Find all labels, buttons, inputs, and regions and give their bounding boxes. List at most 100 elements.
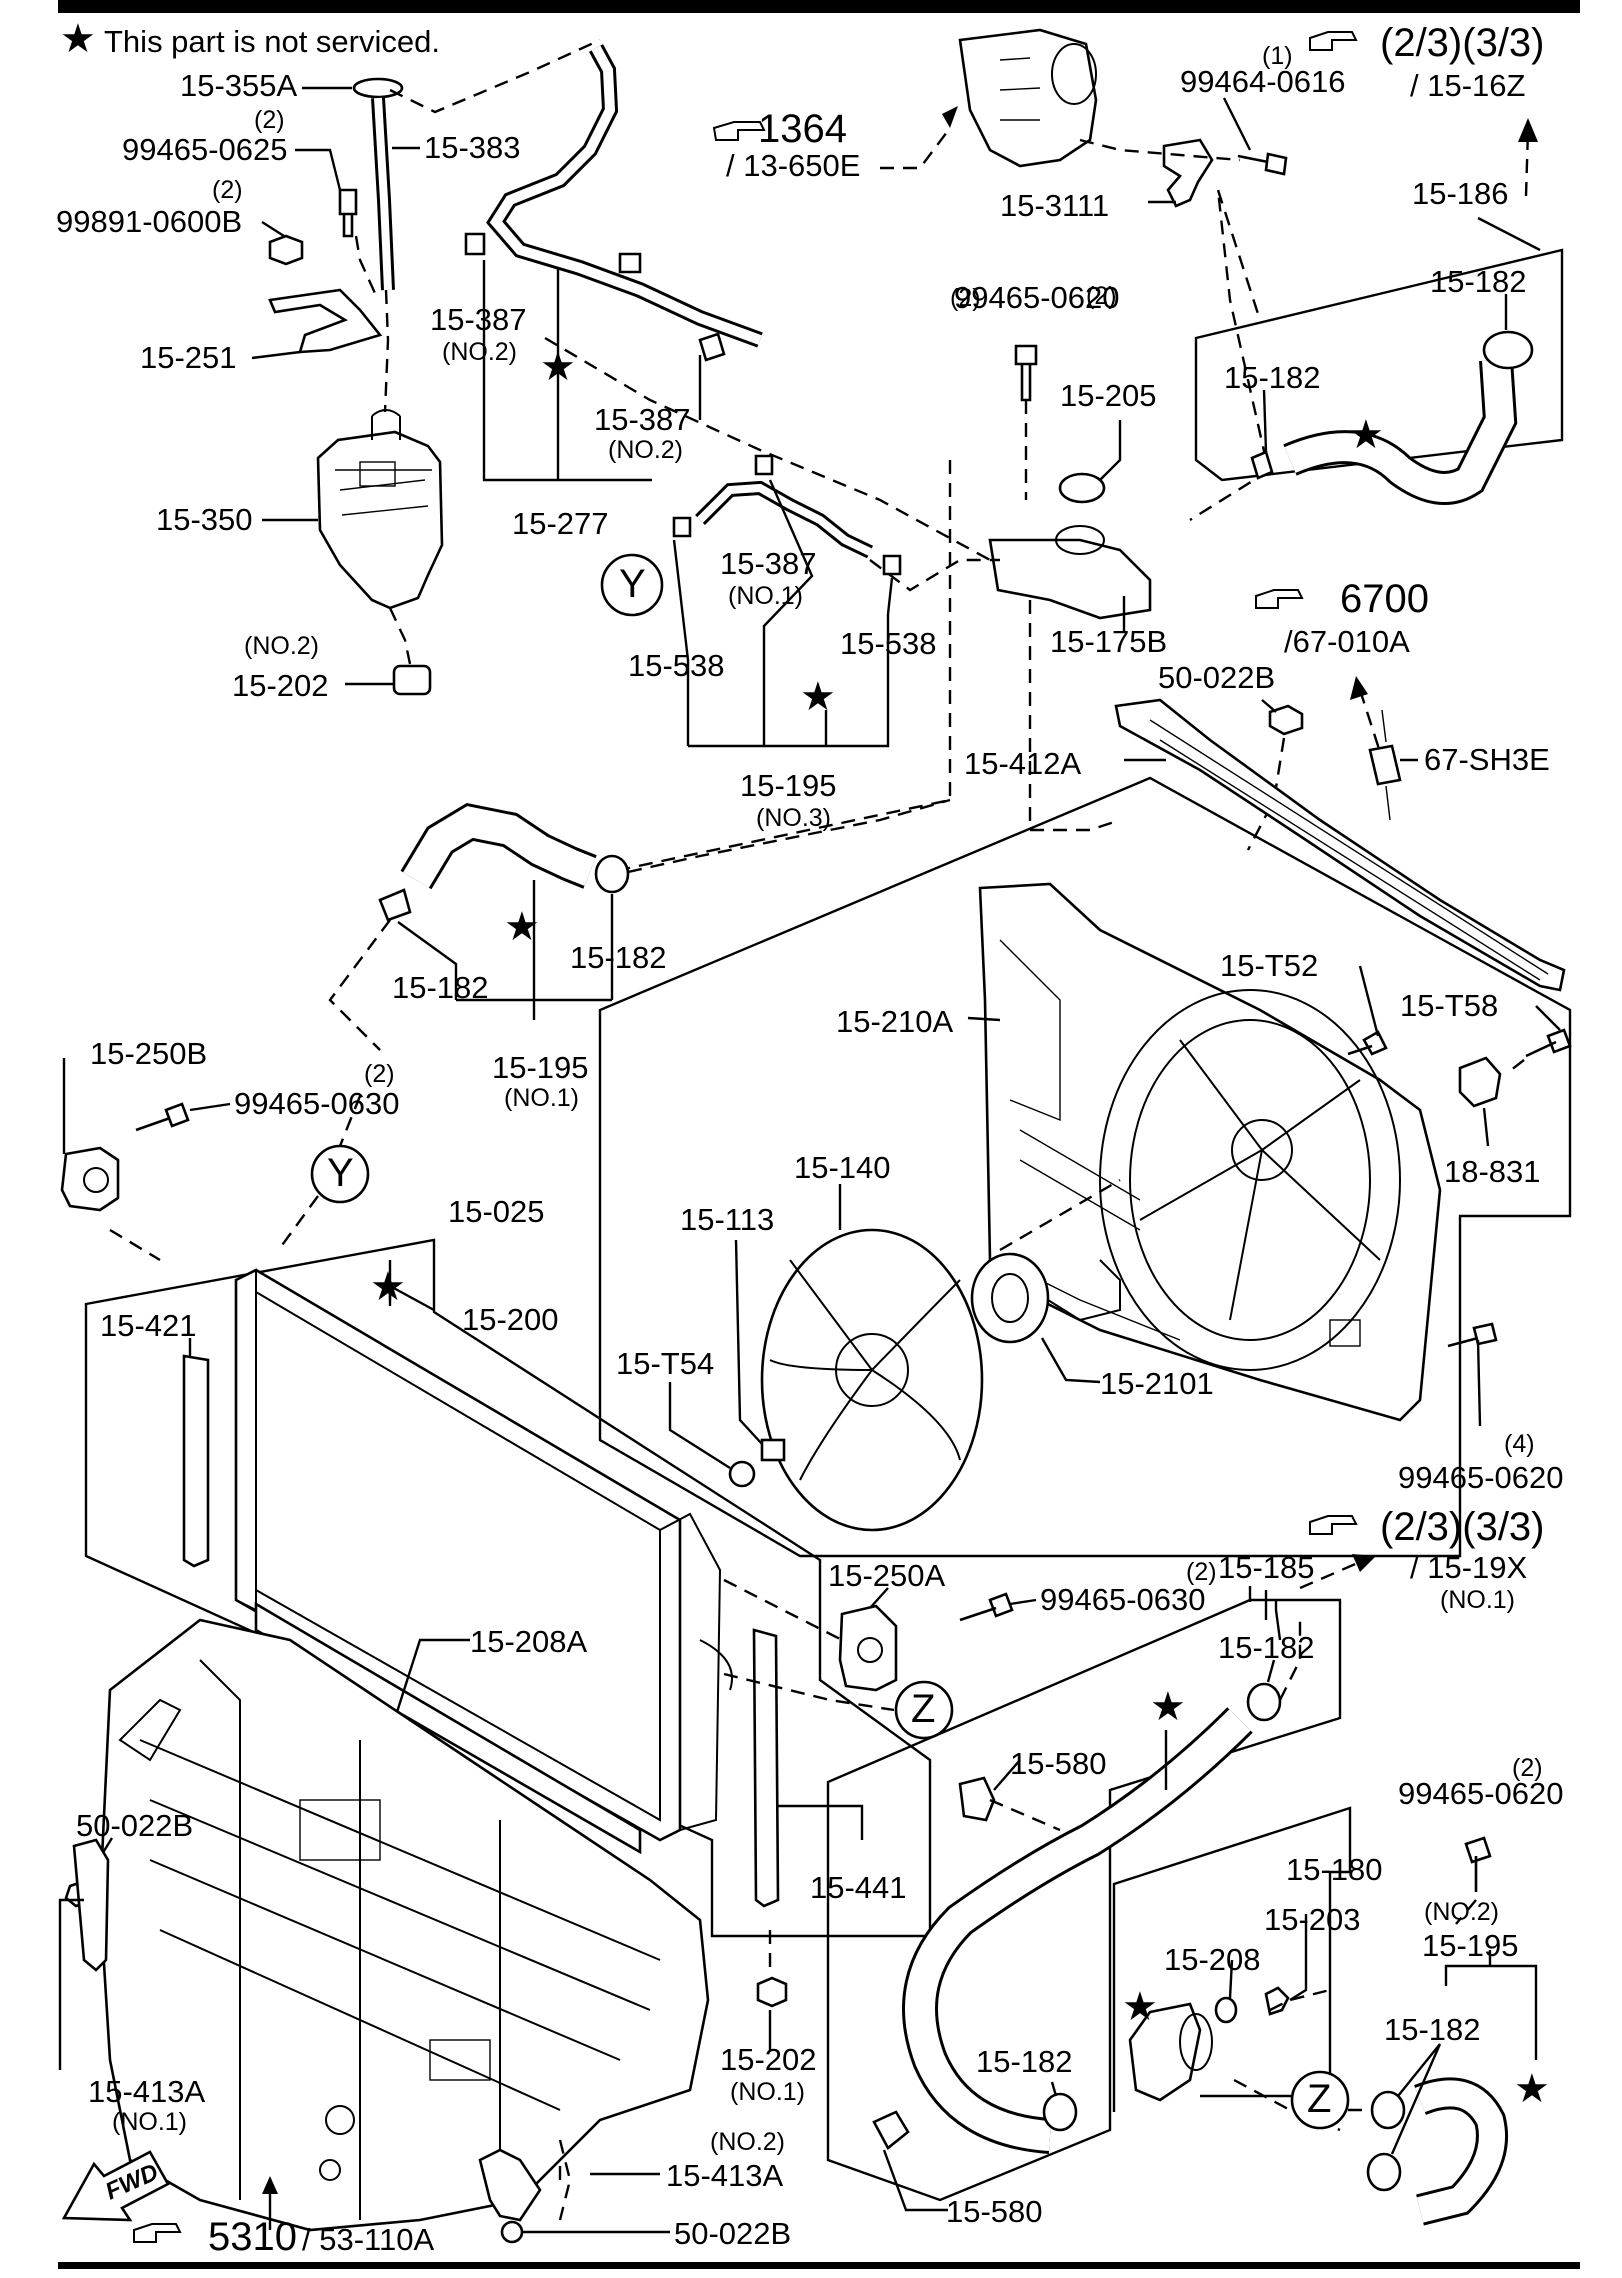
shroud-15-210A [978, 882, 1442, 1422]
label-15-025: 15-025 [448, 1194, 545, 1229]
label-15-538-a: 15-538 [628, 648, 725, 683]
label-50-022B-c: 50-022B [674, 2216, 791, 2251]
bracket-15-412A [1114, 698, 1566, 992]
fan-blade-15-140 [760, 1228, 984, 1532]
hose-15-186 [1284, 359, 1515, 502]
label-15-T54: 15-T54 [616, 1346, 714, 1381]
qty-15-195-no2: (NO.2) [1424, 1898, 1499, 1926]
star-icon: ★ [800, 675, 836, 719]
pointing-hand-icon [1309, 1515, 1358, 1535]
mount-15-250A [838, 1604, 898, 1692]
washer-15-208 [1214, 1996, 1238, 2024]
clip-15-387-b [698, 332, 726, 362]
plug-15-203 [1264, 1986, 1290, 2016]
pointing-hand-icon [1255, 589, 1304, 609]
qty-99465-0620-b: (4) [1504, 1430, 1535, 1458]
grommet-15-202-bot [756, 1976, 788, 2008]
housing-15-175B-group [544, 336, 1152, 874]
throttle-body [958, 28, 1098, 168]
label-15-T52: 15-T52 [1220, 948, 1318, 983]
bolt-99465-0620-c [1464, 1836, 1492, 1892]
qty-99465-0620-a: (2) [950, 284, 981, 312]
label-15-350: 15-350 [156, 502, 253, 537]
nut-15-T54 [728, 1460, 756, 1488]
label-15-182-c: 15-182 [392, 970, 489, 1005]
pointing-hand-icon [1309, 31, 1358, 51]
label-15-182-a: 15-182 [1430, 264, 1527, 299]
label-18-831: 18-831 [1444, 1154, 1541, 1189]
mount-15-250B-group: Y [60, 1058, 370, 1262]
clamp-15-182-g1 [1370, 2090, 1406, 2130]
label-15-538-b: 15-538 [840, 626, 937, 661]
qty-99465-0630-a: (2) [364, 1060, 395, 1088]
callout-z-mid-text: Z [911, 1687, 935, 1731]
callout-y-mid-text: Y [327, 1151, 354, 1195]
label-15-113: 15-113 [680, 1202, 774, 1237]
qty-15-387-a: (NO.2) [442, 338, 517, 366]
label-53-110A: / 53-110A [302, 2222, 434, 2257]
clip-15-387-a [464, 232, 486, 256]
cap-15-205 [1058, 472, 1106, 504]
outlet-15-180-group: ★ [1112, 1806, 1492, 2132]
label-15-T58: 15-T58 [1400, 988, 1498, 1023]
label-15-250A: 15-250A [828, 1558, 946, 1593]
callout-y-top-text: Y [619, 562, 646, 606]
label-15-182-f: 15-182 [976, 2044, 1073, 2079]
hose-15-195-no3-group: Y ★ [600, 454, 902, 748]
clamp-15-182-e [1246, 1682, 1282, 1722]
qty-99891-0600B: (2) [212, 176, 243, 204]
label-15-195-no2: 15-195 [1422, 1928, 1519, 1963]
label-15-140: 15-140 [794, 1150, 891, 1185]
clip-15-387-no1 [754, 454, 774, 476]
label-15-421: 15-421 [100, 1308, 197, 1343]
label-15-208A: 15-208A [470, 1624, 588, 1659]
qty-99465-0620-a-visible: (2) [1086, 282, 1117, 310]
qty-15-195-no1: (NO.1) [504, 1084, 579, 1112]
label-99891-0600B: 99891-0600B [56, 204, 242, 239]
star-icon: ★ [540, 345, 576, 389]
connector-67-SH3E [1368, 744, 1402, 786]
qty-15-195-no3: (NO.3) [756, 804, 831, 832]
hose-15-195-no3 [697, 483, 872, 556]
qty-15-387-b: (NO.2) [608, 436, 683, 464]
bracket-15-413A-a [72, 1838, 110, 1972]
pointing-hand-icon [133, 2223, 182, 2243]
carrier-group: FWD [58, 1618, 710, 2244]
callout-y-top [600, 553, 664, 617]
bracket-15-3111 [1162, 138, 1214, 208]
label-ref-2-3-3-3-top: (2/3)(3/3) [1380, 21, 1545, 65]
label-99464-0616: 99464-0616 [1180, 64, 1346, 99]
label-13-650E: / 13-650E [726, 148, 860, 183]
star-icon: ★ [1150, 1685, 1186, 1729]
label-15-203: 15-203 [1264, 1902, 1361, 1937]
clip-on-hose [618, 252, 642, 274]
label-15-387-a: 15-387 [430, 302, 527, 337]
bottom-border [58, 2262, 1580, 2269]
qty-15-413A-a: (NO.1) [112, 2108, 187, 2136]
bolt-99465-0630-a [135, 1102, 190, 1132]
label-15-2101: 15-2101 [1100, 1366, 1214, 1401]
label-15-387-c: 15-387 [720, 546, 817, 581]
label-67-SH3E: 67-SH3E [1424, 742, 1550, 777]
screw-15-T58 [1525, 1028, 1572, 1058]
clamp-15-182-f [1042, 2092, 1078, 2132]
label-15-202-top: 15-202 [232, 668, 329, 703]
label-99465-0625: 99465-0625 [122, 132, 288, 167]
hose-15-195-no2-group: ★ Z [1290, 1950, 1550, 2226]
label-15-195-no3: 15-195 [740, 768, 837, 803]
fwd-arrow-icon [61, 2150, 170, 2222]
label-50-022B-a: 50-022B [1158, 660, 1275, 695]
bolt-99465-0620-a [1014, 344, 1038, 402]
clamp-15-538-a [672, 516, 692, 538]
hose-15-195-no2 [1415, 2080, 1505, 2223]
callout-z-bottom-text: Z [1307, 2077, 1331, 2121]
label-15-580-a: 15-580 [1010, 1746, 1107, 1781]
coolant-reservoir [316, 430, 444, 610]
label-15-250B: 15-250B [90, 1036, 207, 1071]
connector-15-580-a [958, 1776, 996, 1822]
grommet-15-202 [392, 664, 432, 696]
nut-99891-0600B [268, 234, 304, 266]
hose-15-185 [905, 1709, 1251, 2151]
label-ref-2-3-3-3-bot: (2/3)(3/3) [1380, 1505, 1545, 1549]
